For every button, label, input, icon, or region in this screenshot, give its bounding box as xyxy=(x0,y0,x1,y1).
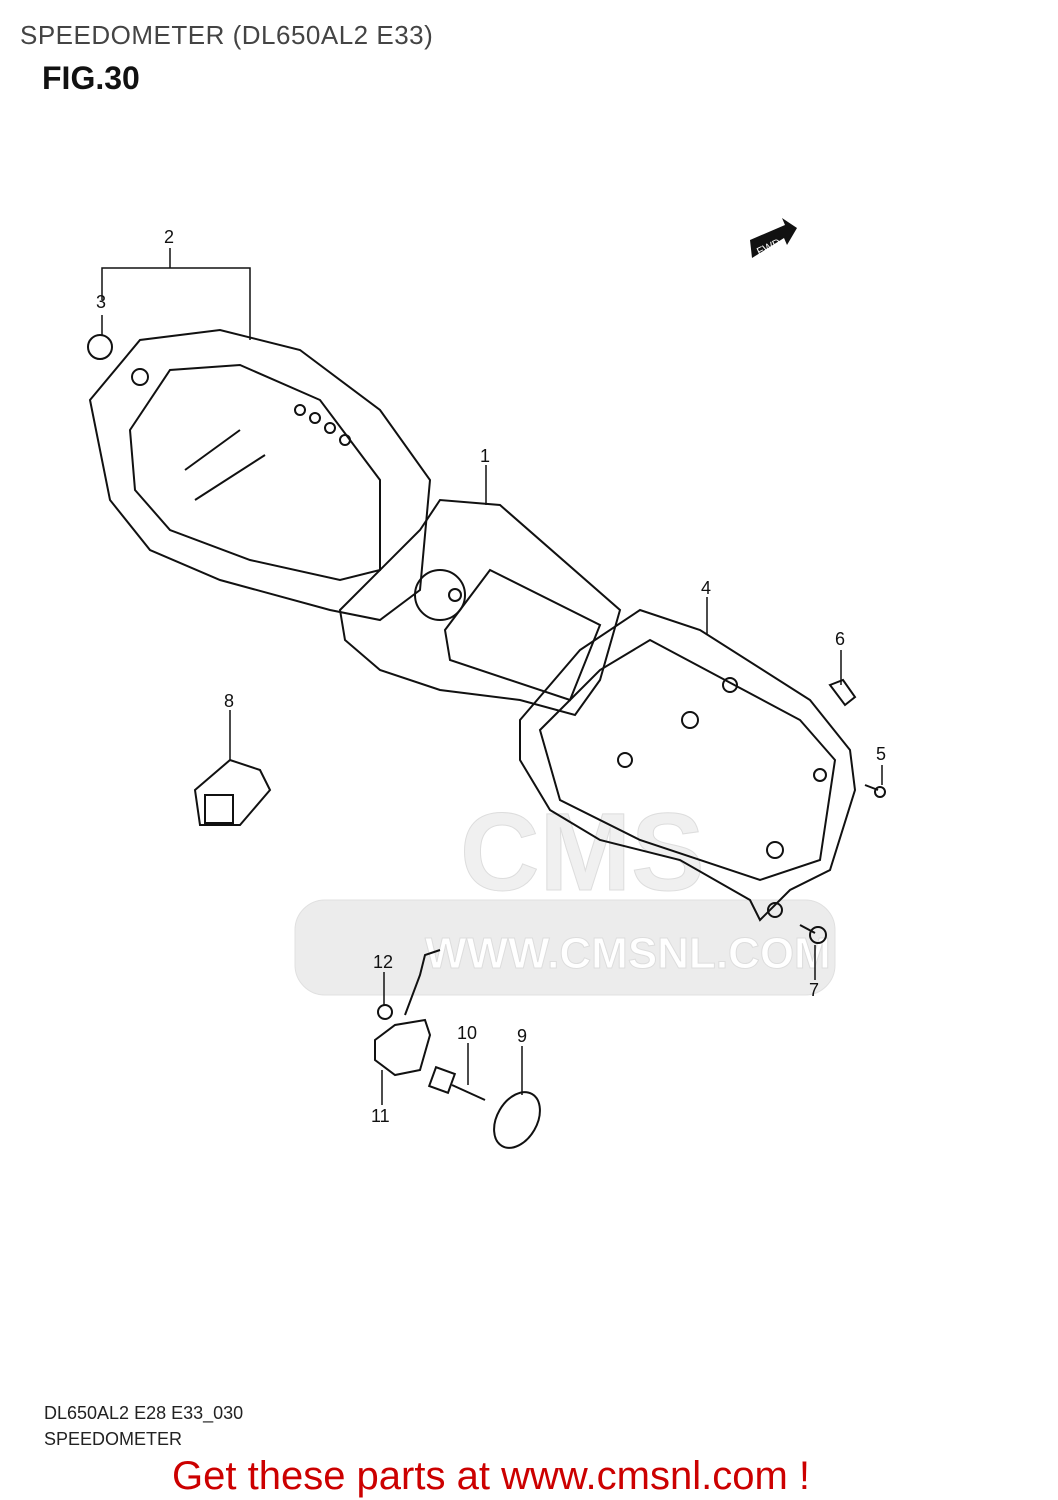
connector-part-8[interactable] xyxy=(193,758,272,826)
callout-11: 11 xyxy=(371,1106,390,1126)
watermark-text: WWW.CMSNL.COM xyxy=(425,929,831,978)
screw-part-7[interactable] xyxy=(799,924,827,944)
washer-part-9[interactable] xyxy=(485,1084,550,1156)
callout-3: 3 xyxy=(96,292,106,312)
callout-labels: 1 2 3 4 5 6 7 8 9 10 11 12 xyxy=(96,227,886,1126)
nut-part-6[interactable] xyxy=(828,678,857,707)
fwd-arrow-icon: FWD xyxy=(750,218,797,258)
callout-5: 5 xyxy=(876,744,886,764)
cable-part-12[interactable] xyxy=(404,949,441,1016)
diagram-name: SPEEDOMETER xyxy=(44,1429,183,1449)
meter-cover-part-2[interactable] xyxy=(88,328,432,622)
callout-10: 10 xyxy=(457,1023,477,1043)
watermark-cms-logo: CMS xyxy=(460,791,704,914)
screw-part-5[interactable] xyxy=(864,784,886,798)
bolt-part-10[interactable] xyxy=(427,1065,486,1101)
callout-7: 7 xyxy=(809,980,819,1000)
meter-assembly-part-1[interactable] xyxy=(338,498,622,717)
cap-part-3[interactable] xyxy=(87,334,113,360)
diagram-code: DL650AL2 E28 E33_030 xyxy=(44,1403,244,1423)
callout-6: 6 xyxy=(835,629,845,649)
promo-link[interactable]: Get these parts at www.cmsnl.com ! xyxy=(172,1454,810,1498)
callout-1: 1 xyxy=(480,446,490,466)
callout-2: 2 xyxy=(164,227,174,247)
callout-12: 12 xyxy=(373,952,393,972)
page-title: SPEEDOMETER (DL650AL2 E33) xyxy=(20,20,434,50)
leader-lines xyxy=(101,248,883,1105)
figure-number: FIG.30 xyxy=(42,60,140,96)
callout-8: 8 xyxy=(224,691,234,711)
watermark-logo: WWW.CMSNL.COM CMS xyxy=(294,791,836,996)
callout-4: 4 xyxy=(701,578,711,598)
clamp-part-11[interactable] xyxy=(374,1018,432,1077)
callout-9: 9 xyxy=(517,1026,527,1046)
meter-case-part-4[interactable] xyxy=(519,608,857,922)
bolt-part-12[interactable] xyxy=(377,1004,393,1020)
